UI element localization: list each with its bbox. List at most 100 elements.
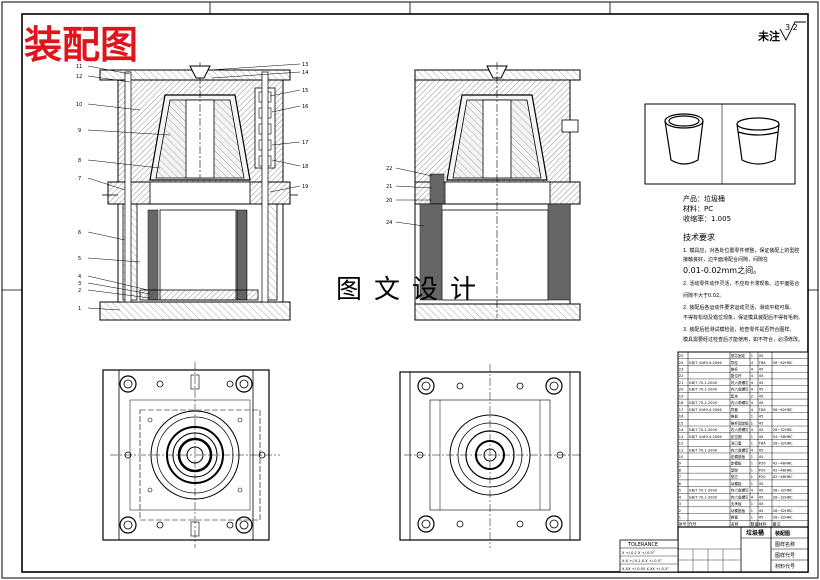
bom-cell-qty: 4 (751, 428, 754, 432)
bom-cell-qty: 4 (751, 408, 754, 412)
bom-cell-no: 3 (679, 502, 681, 506)
bom-cell-name: 推杆 (731, 367, 739, 372)
bom-cell-note: 28~32HRC (773, 489, 793, 493)
bom-cell-qty: 1 (751, 502, 753, 506)
bom-header-name: 名称 (731, 521, 739, 526)
moving-half-plan-view (102, 362, 280, 548)
requirement-line: 1. 模具应，对各处位置零件修整，保证装配上的型腔 (683, 247, 799, 254)
bom-cell-name: 推管 (731, 515, 739, 520)
product-iso-view-b (736, 117, 780, 165)
bom-cell-name: 型芯固定 (731, 353, 746, 358)
callout-label: 22 (386, 166, 392, 172)
bom-cell-qty: 4 (751, 361, 754, 365)
bom-cell-no: 10 (679, 455, 684, 459)
callout-label: 20 (386, 198, 392, 204)
bom-cell-no: 22 (679, 374, 684, 378)
bom-cell-name: 定模座板 (731, 454, 746, 459)
requirement-line: 3. 装配后检测试模检验，检查零件是否符合图样。 (683, 326, 794, 333)
bom-cell-name: 定模板 (731, 461, 742, 466)
bom-cell-no: 15 (679, 421, 684, 425)
bom-cell-note: 42~48HRC (773, 468, 793, 472)
bom-cell-note: 42~48HRC (773, 462, 793, 466)
bom-cell-mat: 45 (759, 368, 764, 372)
bom-cell-std: GB/T 70.1-2000 (689, 401, 718, 405)
bom-cell-note: 58~62HRC (773, 408, 793, 412)
title-block: 垃圾桶 装配图 图样名称 图样代号 材料代号 (677, 526, 809, 573)
bom-cell-mat: 45 (759, 482, 764, 486)
callout-label: 8 (78, 158, 81, 164)
product-name: 产品：垃圾桶 (683, 194, 725, 203)
bom-cell-qty: 1 (751, 516, 753, 520)
side-section-view (414, 62, 581, 321)
bom-cell-note: 54~58HRC (773, 435, 793, 439)
bom-cell-no: 9 (679, 462, 682, 466)
front-section-view (99, 62, 298, 321)
bom-cell-qty: 1 (751, 442, 753, 446)
bom-cell-note: 28~32HRC (773, 516, 793, 520)
bom-cell-mat: 45 (759, 516, 764, 520)
bom-cell-name: 内六角螺钉 (731, 400, 749, 405)
tolerance-table: TOLERANCE X +/-0.2 X +/-0.5° X.X +/-0.1 … (619, 539, 679, 573)
bom-cell-std: GB/T 70.1-2000 (689, 381, 718, 385)
bom-header-qty: 数量 (751, 521, 759, 526)
product-iso-view-a (664, 113, 704, 165)
bom-cell-std: GB/T 70.1-2000 (689, 428, 718, 432)
callout-label: 11 (76, 64, 82, 70)
bom-cell-std: GB/T 70.1-2000 (689, 495, 718, 499)
bom-cell-no: 16 (679, 415, 684, 419)
bom-cell-no: 7 (679, 475, 681, 479)
bom-cell-qty: 4 (751, 448, 754, 452)
bom-cell-name: 动模座板 (731, 508, 746, 513)
bom-cell-mat: 45 (759, 388, 764, 392)
bom-cell-no: 5 (679, 489, 681, 493)
callout-label: 19 (302, 184, 308, 190)
bom-header-no: 序号 (679, 521, 687, 526)
bom-cell-qty: 4 (751, 374, 754, 378)
inner-border (21, 13, 809, 573)
requirement-line: 不得有松动及错位现象，保证模具装配后不得有毛刺。 (683, 314, 803, 321)
bom-cell-mat: 45 (759, 381, 764, 385)
bom-cell-qty: 1 (751, 468, 753, 472)
roughness-value: 3.2 (785, 23, 798, 32)
bom-cell-mat: 45 (759, 509, 764, 513)
requirement-line: 间隙不大于0.02。 (683, 292, 724, 299)
title-block-drawing-title: 装配图 (774, 530, 790, 537)
bom-cell-std: GB/T 4169.4-2006 (689, 408, 723, 412)
product-material: 材料：PC (683, 204, 713, 213)
bom-cell-mat: 45 (759, 415, 764, 419)
bom-cell-std: GB/T 70.1-2000 (689, 448, 718, 452)
bom-cell-qty: 1 (751, 509, 753, 513)
bom-cell-no: 17 (679, 408, 684, 412)
bom-cell-qty: 4 (751, 401, 754, 405)
tolerance-row: X.X +/-0.1 X.X +/-0.5° (622, 559, 662, 563)
bom-cell-name: 定位圈 (731, 434, 742, 439)
callout-label: 15 (302, 88, 308, 94)
bom-cell-no: 25 (679, 354, 684, 358)
bom-cell-mat: P20 (759, 475, 766, 479)
bom-cell-no: 14 (679, 428, 684, 432)
roughness-label: 未注 (757, 29, 780, 43)
callout-label: 17 (302, 140, 308, 146)
requirement-line: 2. 装配后各运动件要求运动灵活，滑动平稳可靠。 (683, 304, 794, 311)
bom-cell-qty: 2 (751, 394, 753, 398)
bom-cell-qty: 4 (751, 381, 754, 385)
bom-cell-name: 垫块 (731, 393, 739, 398)
bom-cell-no: 2 (679, 509, 681, 513)
tolerance-row: X +/-0.2 X +/-0.5° (622, 551, 655, 555)
bom-cell-no: 11 (679, 448, 684, 452)
bom-cell-note: 28~32HRC (773, 509, 793, 513)
bom-cell-mat: 45 (759, 374, 764, 378)
callout-label: 2 (78, 288, 81, 294)
bom-cell-mat: 45 (759, 428, 764, 432)
bom-cell-name: 导套 (731, 407, 739, 412)
bom-cell-mat: T8A (758, 408, 766, 412)
bom-cell-std: GB/T 4169.4-2006 (689, 361, 723, 365)
bom-cell-qty: 1 (751, 415, 753, 419)
bom-cell-mat: 45 (759, 502, 764, 506)
bom-cell-mat: 45 (759, 495, 764, 499)
side-view-callouts (395, 167, 433, 227)
callout-label: 18 (302, 164, 308, 170)
bom-cell-qty: 1 (751, 421, 753, 425)
